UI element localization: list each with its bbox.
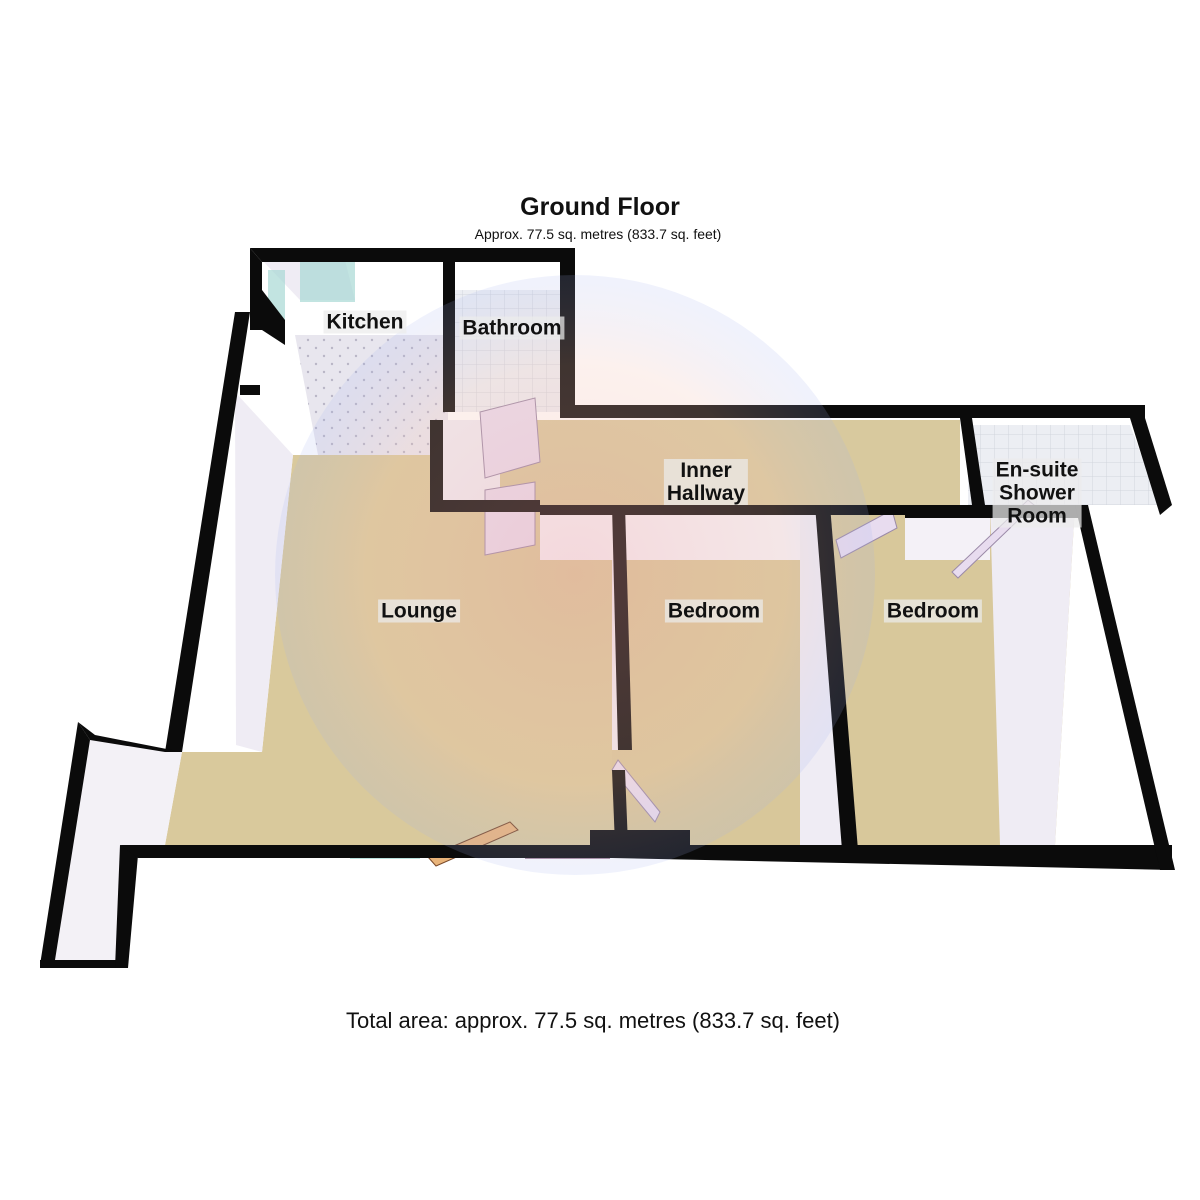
room-label-kitchen: Kitchen (323, 310, 407, 334)
room-label-bedroom-1: Bedroom (664, 599, 764, 623)
room-label-ensuite-shower-room: En-suite Shower Room (992, 458, 1082, 528)
total-area-text: Total area: approx. 77.5 sq. metres (833… (345, 1008, 841, 1033)
room-label-inner-hallway: Inner Hallway (663, 459, 749, 505)
room-label-bedroom-2: Bedroom (883, 599, 983, 623)
room-label-bathroom: Bathroom (459, 316, 565, 340)
agent-logo-watermark (275, 275, 875, 875)
floor-title: Ground Floor (520, 193, 680, 221)
room-label-lounge: Lounge (378, 599, 460, 623)
floor-area-text: Approx. 77.5 sq. metres (833.7 sq. feet) (474, 226, 722, 242)
